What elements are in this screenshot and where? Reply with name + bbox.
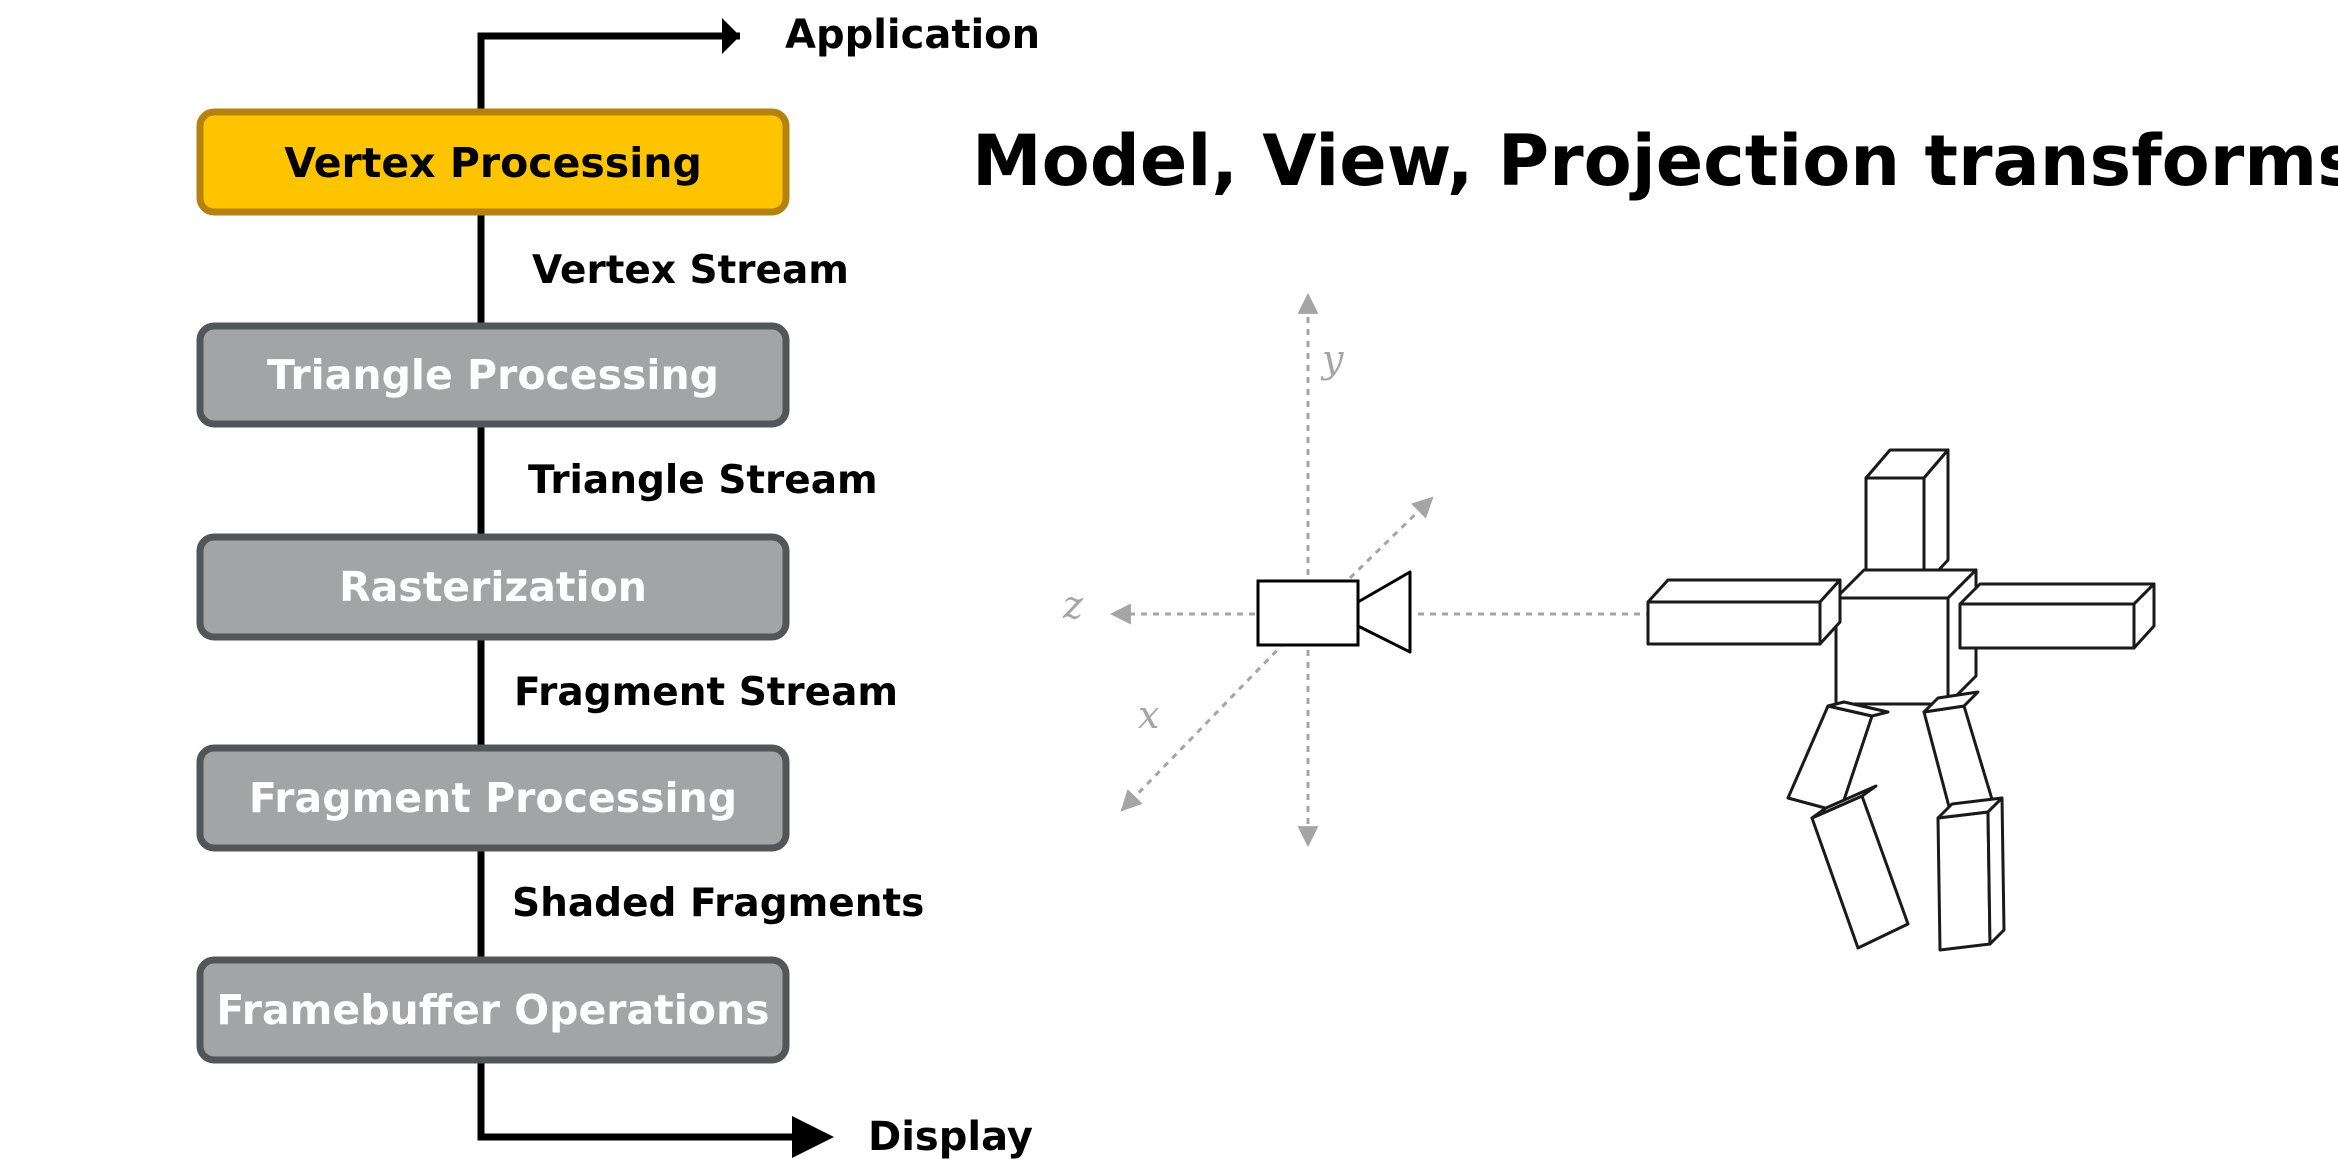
slide-title: Model, View, Projection transforms bbox=[972, 120, 2338, 202]
box-figure-icon bbox=[1646, 448, 2156, 952]
depth-axis bbox=[1348, 496, 1434, 580]
stream-label-shaded: Shaded Fragments bbox=[512, 881, 924, 926]
stage-box-rasterization bbox=[196, 533, 790, 641]
stage-box-fragment-processing bbox=[196, 744, 790, 852]
stage-label-vertex-processing: Vertex Processing bbox=[284, 139, 702, 187]
stage-label-triangle-processing: Triangle Processing bbox=[267, 351, 719, 399]
video-camera-icon bbox=[1256, 570, 1412, 654]
stage-box-triangle-processing bbox=[196, 322, 790, 428]
axis-label-z: z bbox=[1062, 583, 1084, 627]
input-arrow-tail-icon bbox=[722, 18, 740, 54]
pipeline-stage: Fragment Processing bbox=[196, 744, 790, 852]
stream-label-vertex: Vertex Stream bbox=[532, 248, 849, 293]
stage-box-framebuffer-operations bbox=[196, 956, 790, 1064]
stream-label-triangle: Triangle Stream bbox=[528, 458, 878, 503]
axis-label-x: x bbox=[1138, 693, 1159, 737]
stream-label-fragment: Fragment Stream bbox=[514, 670, 898, 715]
axis-label-y: y bbox=[1320, 337, 1344, 381]
camera-axes bbox=[1109, 292, 1648, 848]
pipeline-stage: Triangle Processing bbox=[196, 322, 790, 428]
pipeline-spine bbox=[477, 18, 834, 1158]
stage-box-vertex-processing bbox=[196, 108, 790, 216]
output-arrow-icon bbox=[792, 1116, 834, 1158]
pipeline-input-label: Application bbox=[785, 12, 1040, 58]
pipeline-stage: Rasterization bbox=[196, 533, 790, 641]
x-axis bbox=[1120, 640, 1287, 812]
pipeline-stage: Vertex Processing bbox=[196, 108, 790, 216]
stage-label-fragment-processing: Fragment Processing bbox=[249, 774, 737, 822]
pipeline-output-label: Display bbox=[868, 1114, 1033, 1160]
stage-label-rasterization: Rasterization bbox=[339, 563, 647, 611]
pipeline-stage: Framebuffer Operations bbox=[196, 956, 790, 1064]
stage-label-framebuffer-operations: Framebuffer Operations bbox=[216, 986, 769, 1034]
